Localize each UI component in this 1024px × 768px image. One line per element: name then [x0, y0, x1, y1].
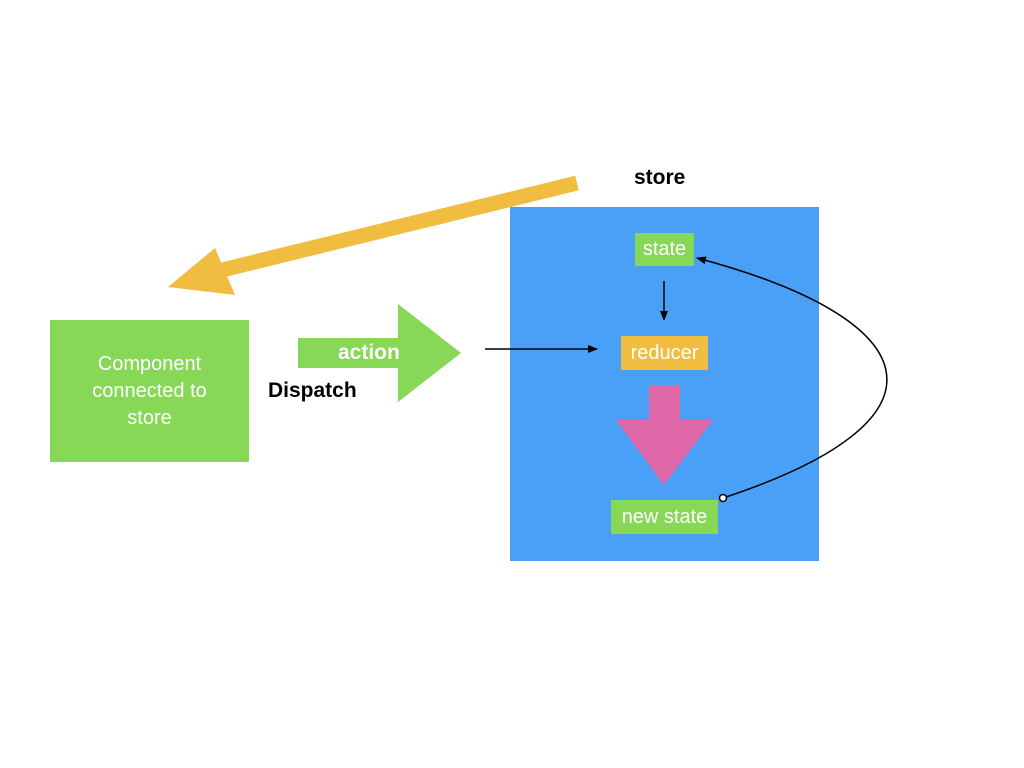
component-label: Component connected to store	[92, 352, 207, 429]
action-arrow	[298, 304, 461, 402]
store-to-component-arrow	[168, 175, 579, 295]
dispatch-label: Dispatch	[268, 379, 357, 402]
reducer-node: reducer	[621, 336, 708, 370]
new-state-node: new state	[611, 500, 718, 534]
action-label: action	[338, 341, 400, 364]
new-state-to-state-connector	[696, 256, 888, 499]
store-title: store	[634, 166, 686, 189]
reducer-output-arrow	[616, 385, 713, 485]
connector-origin-dot	[718, 493, 728, 503]
state-node: state	[635, 233, 694, 266]
component-box: Component connected to store	[50, 320, 249, 462]
